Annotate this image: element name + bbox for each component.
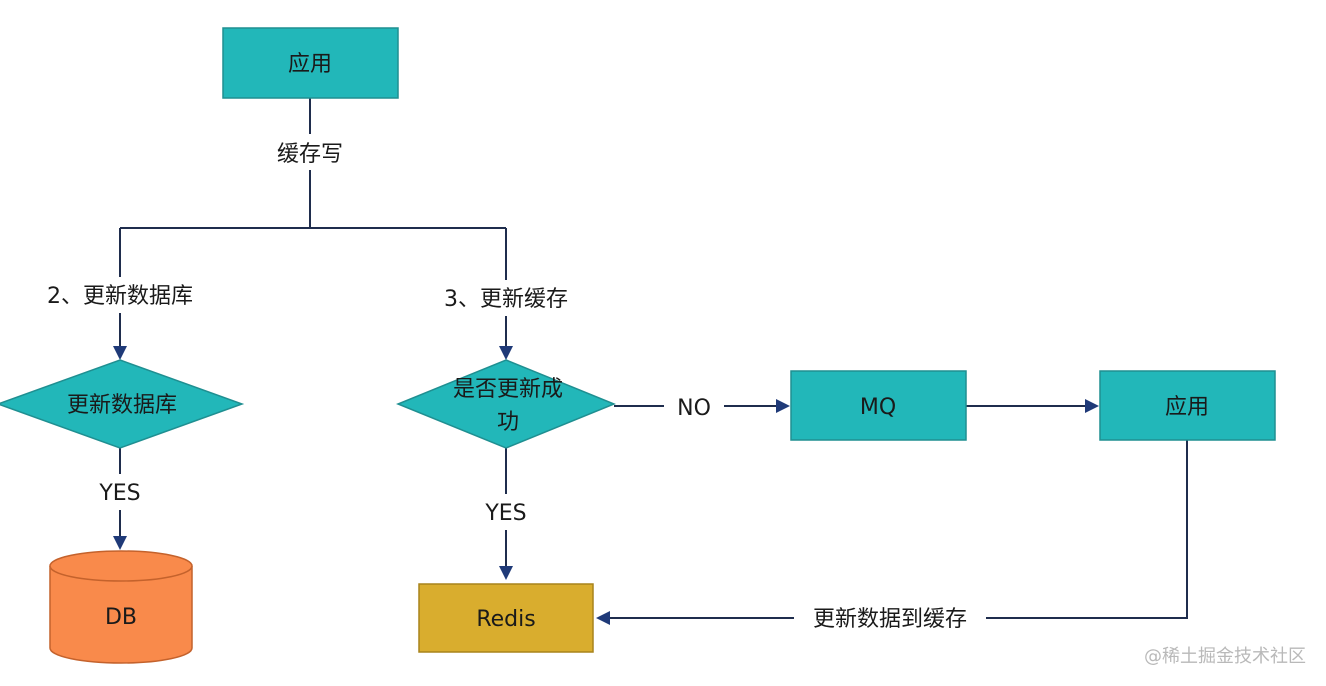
update-cache-decision-label-line2: 功 (497, 410, 519, 435)
arrowhead-right-mq (776, 399, 790, 413)
node-mq: MQ (790, 370, 967, 441)
mq-box (790, 370, 967, 441)
node-app-top: 应用 (222, 27, 399, 99)
arrowhead-left-redis (596, 611, 610, 625)
yes-right-label-bg (474, 494, 538, 530)
db-cylinder-top (49, 550, 193, 582)
no-label: NO (677, 396, 711, 421)
mq-label: MQ (860, 395, 896, 420)
update-cache-diamond (396, 359, 616, 449)
connector-app-to-redis (608, 440, 1188, 619)
app-right-label: 应用 (1165, 395, 1209, 420)
node-db: DB (49, 550, 193, 664)
db-cylinder-body (49, 566, 193, 664)
app-right-box (1099, 370, 1276, 441)
update-data-to-cache-label-bg (794, 600, 986, 636)
yes-left-label-bg (88, 474, 152, 510)
update-cache-decision-label-line1: 是否更新成 (453, 377, 563, 402)
arrowhead-right-app (1085, 399, 1099, 413)
node-update-cache-decision: 是否更新成 功 (396, 359, 616, 449)
yes-left-label: YES (98, 481, 140, 506)
update-data-to-cache-label: 更新数据到缓存 (813, 607, 967, 632)
redis-box (418, 583, 594, 653)
app-top-box (222, 27, 399, 99)
no-label-bg (664, 388, 724, 424)
arrowheads (113, 346, 1099, 625)
arrowhead-down-update-db (113, 346, 127, 360)
update-db-diamond (0, 359, 245, 449)
node-app-right: 应用 (1099, 370, 1276, 441)
redis-label: Redis (476, 607, 535, 632)
node-update-db-decision: 更新数据库 (0, 359, 245, 449)
yes-right-label: YES (484, 501, 526, 526)
node-redis: Redis (418, 583, 594, 653)
arrowhead-down-update-cache (499, 346, 513, 360)
app-top-label: 应用 (288, 52, 332, 77)
arrowhead-down-redis (499, 566, 513, 580)
update-db-decision-label: 更新数据库 (67, 393, 177, 418)
step3-label: 3、更新缓存 (444, 287, 568, 312)
step2-label: 2、更新数据库 (47, 284, 193, 309)
watermark: @稀土掘金技术社区 (1144, 646, 1306, 667)
db-label: DB (105, 605, 137, 630)
cache-write-label-bg (268, 134, 354, 170)
step2-label-bg (30, 277, 210, 313)
cache-write-label: 缓存写 (277, 142, 343, 167)
edge-labels: 缓存写 2、更新数据库 3、更新缓存 YES YES NO 更新数据到缓存 (30, 134, 986, 636)
step3-label-bg (430, 280, 582, 316)
arrowhead-down-db (113, 536, 127, 550)
connectors (119, 98, 1188, 619)
